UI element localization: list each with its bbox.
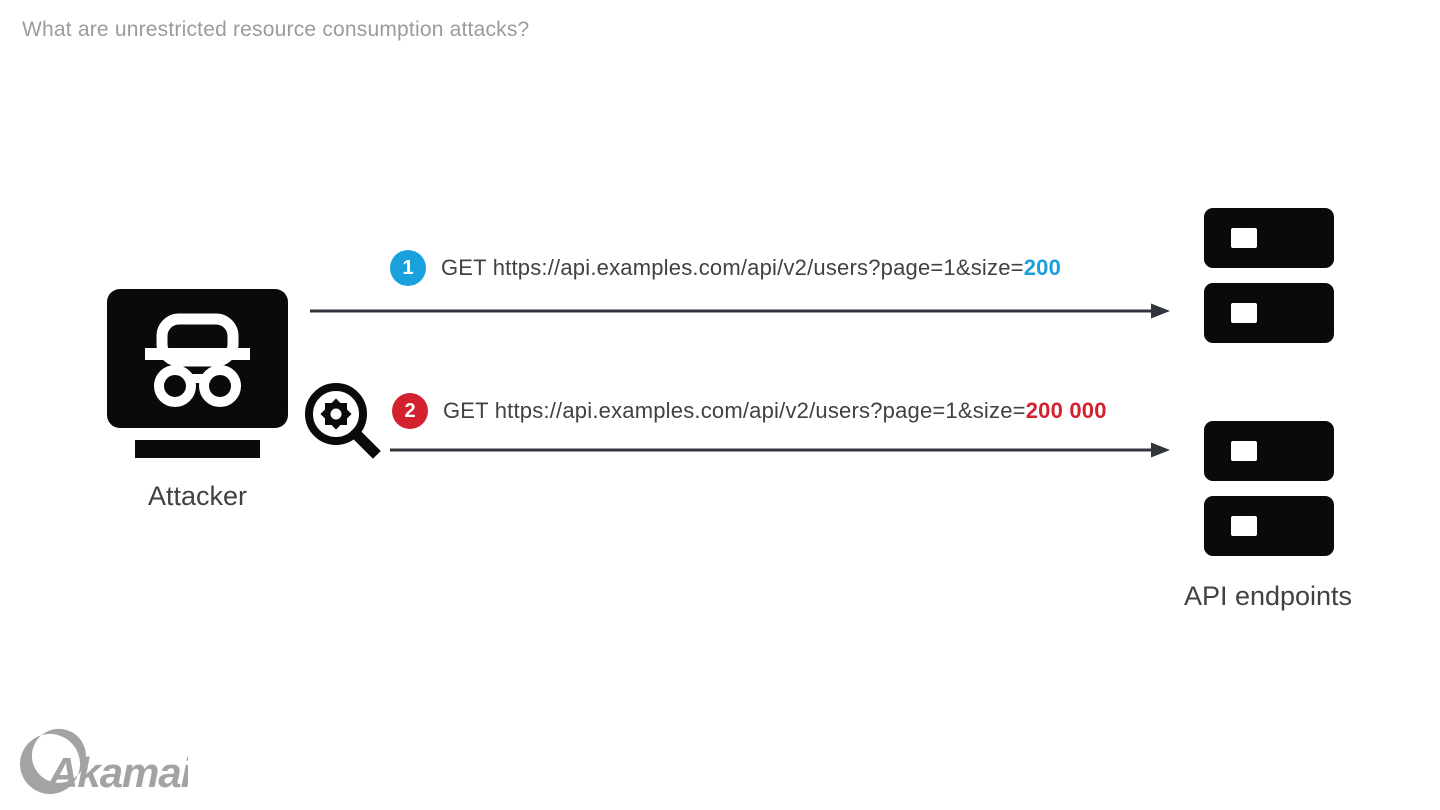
magnifier-gear-icon (305, 383, 381, 459)
request-row-1: 1 GET https://api.examples.com/api/v2/us… (390, 250, 1061, 286)
server-stack-bottom-icon (1204, 421, 1334, 571)
request-2-size-value: 200 000 (1025, 398, 1107, 423)
attacker-label: Attacker (147, 481, 248, 511)
request-1-url-prefix: GET https://api.examples.com/api/v2/user… (441, 255, 1024, 280)
akamai-logo-text: Akamai (47, 749, 188, 796)
akamai-logo: Akamai (20, 728, 188, 796)
server-led (1231, 303, 1257, 323)
server-stack-top-icon (1204, 208, 1334, 358)
server-box (1204, 208, 1334, 268)
request-row-2: 2 GET https://api.examples.com/api/v2/us… (392, 393, 1107, 429)
page-title: What are unrestricted resource consumpti… (22, 18, 530, 41)
request-2-arrow (390, 442, 1170, 458)
request-1-arrow (310, 303, 1170, 319)
api-endpoints-label: API endpoints (1183, 581, 1353, 611)
server-led (1231, 228, 1257, 248)
server-led (1231, 441, 1257, 461)
request-1-number-badge: 1 (390, 250, 426, 286)
attacker-incognito-monitor-icon (107, 289, 288, 458)
request-1-size-value: 200 (1023, 255, 1062, 280)
server-box (1204, 283, 1334, 343)
request-2-url-prefix: GET https://api.examples.com/api/v2/user… (443, 398, 1026, 423)
server-box (1204, 496, 1334, 556)
request-1-url: GET https://api.examples.com/api/v2/user… (441, 255, 1061, 281)
server-box (1204, 421, 1334, 481)
request-2-number-badge: 2 (392, 393, 428, 429)
request-2-url: GET https://api.examples.com/api/v2/user… (443, 398, 1107, 424)
server-led (1231, 516, 1257, 536)
